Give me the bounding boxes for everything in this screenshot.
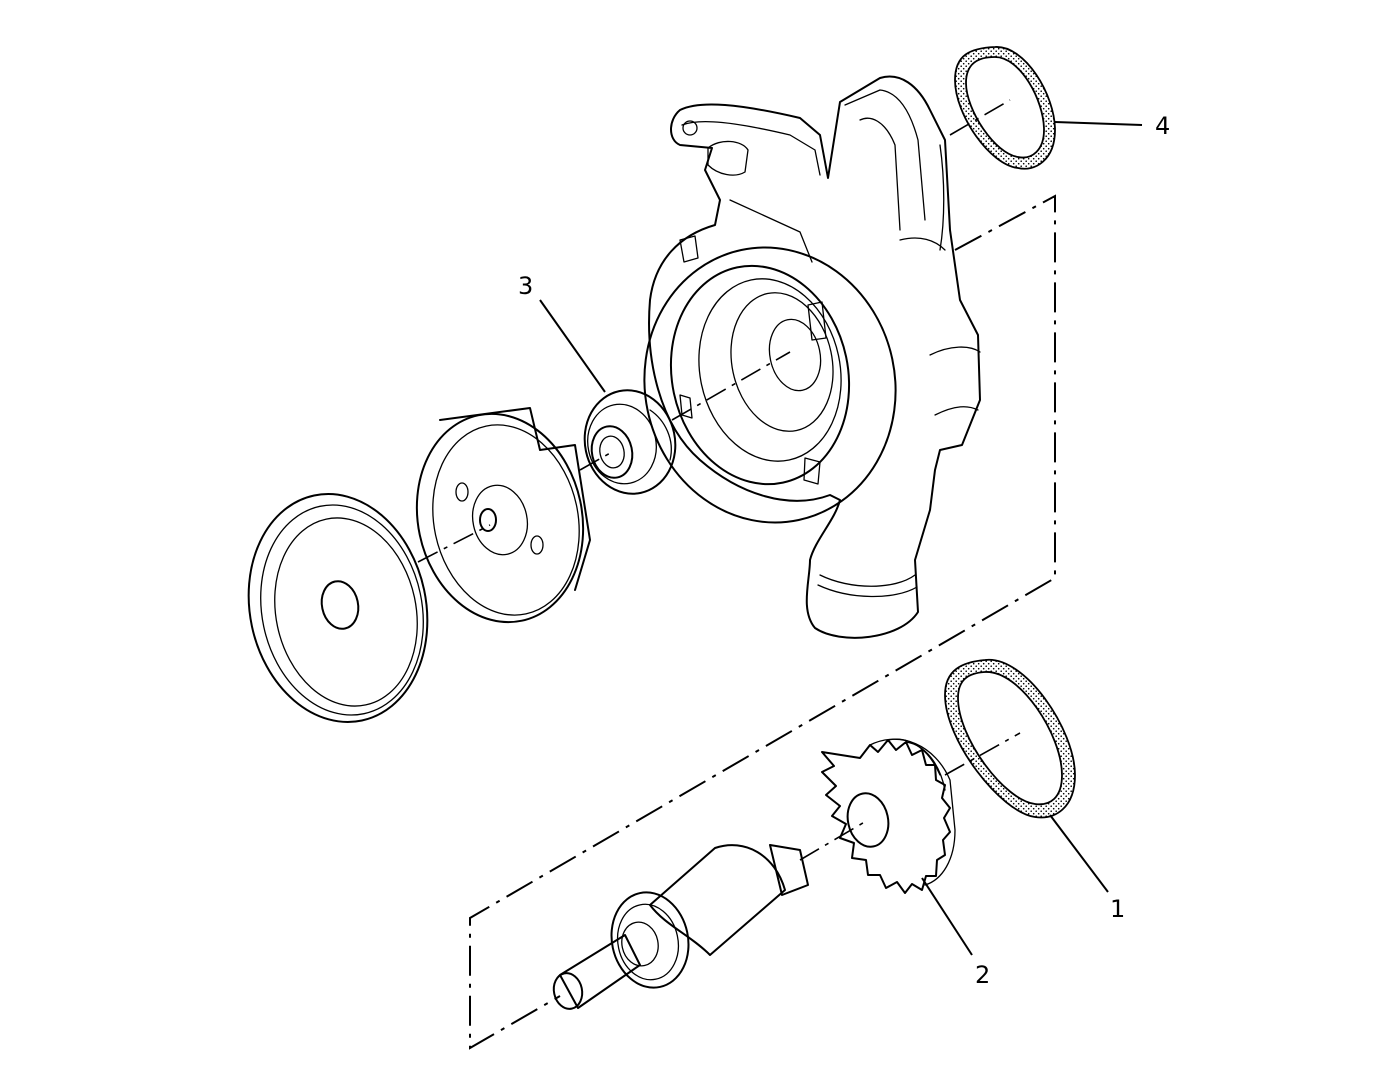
assembly-bracket (469, 194, 1056, 1050)
gear (821, 738, 956, 894)
callout-4: 4 (1155, 112, 1170, 140)
leader-lines (539, 121, 1143, 956)
callout-labels: 1 2 3 4 (518, 112, 1170, 989)
impeller (415, 407, 591, 624)
shaft-bearing (552, 844, 809, 1010)
callout-2: 2 (975, 961, 990, 989)
lower-gasket (944, 659, 1076, 819)
callout-3: 3 (518, 272, 533, 300)
callout-1: 1 (1110, 895, 1125, 923)
seal (583, 389, 677, 495)
pump-housing (643, 75, 981, 639)
upper-gasket (954, 46, 1056, 170)
pulley (247, 493, 429, 723)
center-axes (417, 99, 1021, 861)
